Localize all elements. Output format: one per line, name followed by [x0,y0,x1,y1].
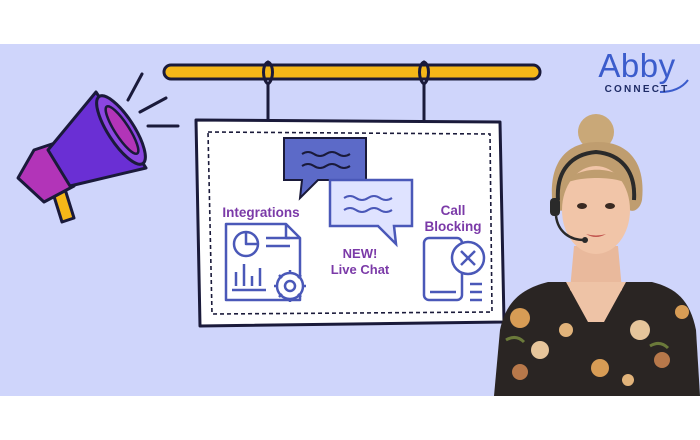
report-gear-icon [224,222,306,302]
phone-block-icon [422,236,486,302]
megaphone-icon [16,72,180,224]
call-blocking-label: Call Blocking [414,203,492,235]
hanging-rod [162,63,542,81]
integrations-text: Integrations [222,205,300,220]
live-chat-label: NEW! Live Chat [318,246,402,278]
logo-wordmark: Abby [598,47,676,84]
new-badge-text: NEW! [342,246,378,261]
abby-connect-logo: Abby CONNECT [576,46,698,108]
chat-bubbles-icon [283,137,414,248]
logo-swoosh-icon [659,79,689,93]
live-chat-text: Live Chat [330,262,390,277]
integrations-label: Integrations [210,205,312,220]
agent-person-photo [494,114,700,396]
blocking-text: Blocking [424,219,482,234]
logo-subtitle: CONNECT [604,84,670,95]
call-text: Call [440,203,466,218]
